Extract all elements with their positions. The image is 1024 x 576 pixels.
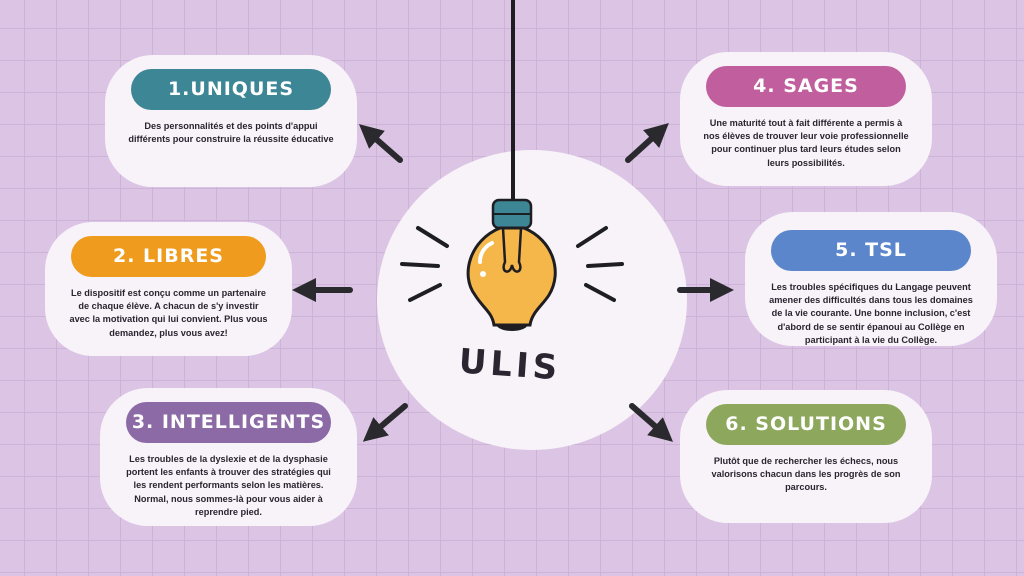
light-rays-icon xyxy=(400,226,624,302)
card-title: 5. TSL xyxy=(771,230,971,271)
card-intelligents: 3. INTELLIGENTS Les troubles de la dysle… xyxy=(100,388,357,526)
card-sages: 4. SAGES Une maturité tout à fait différ… xyxy=(680,52,932,186)
card-title: 2. LIBRES xyxy=(71,236,266,277)
card-title: 1.UNIQUES xyxy=(131,69,331,110)
arrow-to-intelligents xyxy=(362,403,408,442)
arrow-to-uniques xyxy=(358,124,403,163)
card-description: Des personnalités et des points d'appui … xyxy=(128,121,334,145)
card-uniques: 1.UNIQUES Des personnalités et des point… xyxy=(105,55,357,187)
lightbulb-icon xyxy=(466,0,557,331)
card-description: Les troubles spécifiques du Langage peuv… xyxy=(769,282,973,345)
card-title: 3. INTELLIGENTS xyxy=(126,402,331,443)
arrow-to-sages xyxy=(625,122,669,163)
card-tsl: 5. TSL Les troubles spécifiques du Langa… xyxy=(745,212,997,346)
card-solutions: 6. SOLUTIONS Plutôt que de rechercher le… xyxy=(680,390,932,523)
card-description: Le dispositif est conçu comme un partena… xyxy=(69,288,268,338)
card-title: 6. SOLUTIONS xyxy=(706,404,906,445)
card-description: Les troubles de la dyslexie et de la dys… xyxy=(126,454,331,517)
card-title: 4. SAGES xyxy=(706,66,906,107)
card-description: Une maturité tout à fait différente a pe… xyxy=(703,118,909,168)
card-libres: 2. LIBRES Le dispositif est conçu comme … xyxy=(45,222,292,356)
arrow-to-solutions xyxy=(629,403,674,442)
card-description: Plutôt que de rechercher les échecs, nou… xyxy=(711,456,901,493)
